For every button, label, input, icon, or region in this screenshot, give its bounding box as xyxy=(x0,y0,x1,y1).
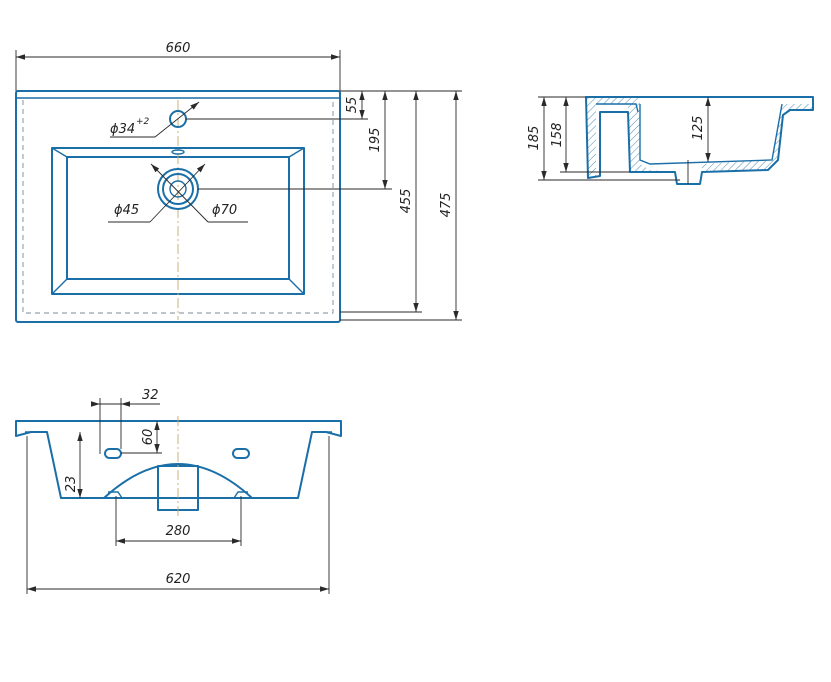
dim-455-label: 455 xyxy=(399,189,414,214)
dim-195-label: 195 xyxy=(368,128,383,153)
front-view-bracket-left xyxy=(108,491,123,499)
dim-55-label: 55 xyxy=(345,97,360,114)
tap-hole-tolerance-label: +2 xyxy=(136,117,150,127)
drain-ring xyxy=(162,173,194,205)
bowl-corner-tr xyxy=(288,147,305,158)
drain-diameter-label: ϕ45 xyxy=(114,203,139,218)
leader-tap-hole-diag xyxy=(154,101,200,138)
sink-top-outline xyxy=(15,90,341,323)
dim-280-label: 280 xyxy=(166,524,191,539)
front-view-outline xyxy=(15,420,342,499)
bowl-corner-bl xyxy=(51,278,68,295)
dim-60-label: 60 xyxy=(141,429,156,446)
mounting-slot-left xyxy=(104,448,122,459)
front-view-bowl-arc xyxy=(103,463,253,499)
dim-620-label: 620 xyxy=(166,572,191,587)
side-section-hatch-front xyxy=(772,104,813,160)
dim-475-label: 475 xyxy=(439,193,454,218)
side-section-hatch-bottom xyxy=(702,160,778,172)
bowl-corner-br xyxy=(288,278,305,295)
front-view-bracket-right xyxy=(233,491,248,499)
side-section-view: 185 158 125 xyxy=(527,96,814,185)
mounting-slot-right xyxy=(232,448,250,459)
dim-660-label: 660 xyxy=(166,41,191,56)
dim-32-label: 32 xyxy=(142,388,159,403)
side-section-hatch-rim xyxy=(586,97,640,178)
dim-125-label: 125 xyxy=(691,116,706,141)
overflow-slot xyxy=(171,149,185,155)
drain-outer-diameter-label: ϕ70 xyxy=(212,203,237,218)
front-view: 32 60 23 280 620 xyxy=(15,388,342,594)
leader-drain-70-diag xyxy=(150,163,209,223)
dim-185-label: 185 xyxy=(527,126,542,151)
side-section-inner-profile xyxy=(639,103,783,165)
drain-inner-circle xyxy=(169,180,187,198)
bowl-corner-tl xyxy=(51,147,68,158)
top-view: 660 55 195 455 475 ϕ34 +2 ϕ45 ϕ70 xyxy=(15,41,462,323)
dim-158-label: 158 xyxy=(550,123,565,148)
tap-hole-diameter-label: ϕ34 xyxy=(110,122,135,137)
dim-23-label: 23 xyxy=(64,476,79,493)
leader-drain-45-diag xyxy=(149,163,206,223)
side-section-hatch-wall xyxy=(628,104,675,172)
